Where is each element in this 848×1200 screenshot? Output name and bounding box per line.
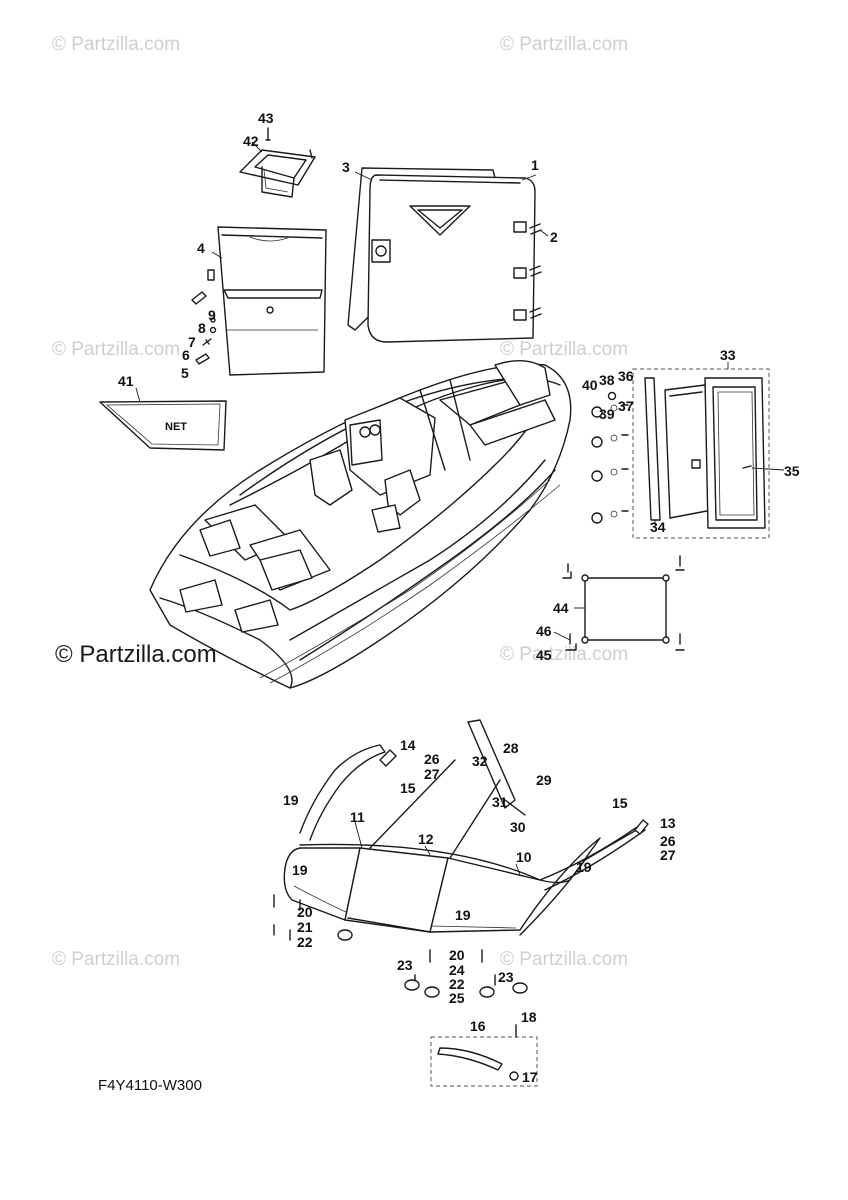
callout-44: 44 — [553, 600, 569, 616]
callout-19a: 19 — [283, 792, 299, 808]
callout-22b: 22 — [449, 976, 465, 992]
callout-15a: 15 — [400, 780, 416, 796]
callout-26b: 26 — [660, 833, 676, 849]
watermark: © Partzilla.com — [500, 949, 628, 970]
hatch-door — [347, 167, 542, 343]
watermark: © Partzilla.com — [500, 339, 628, 360]
callout-41: 41 — [118, 373, 134, 389]
watermark: © Partzilla.com — [52, 949, 180, 970]
callout-4: 4 — [197, 240, 205, 256]
callout-19d: 19 — [576, 859, 592, 875]
callout-10: 10 — [516, 849, 532, 865]
callout-22a: 22 — [297, 934, 313, 950]
callout-34: 34 — [650, 519, 666, 535]
callout-5: 5 — [181, 365, 189, 381]
callout-39: 39 — [599, 406, 615, 422]
callout-21: 21 — [297, 919, 313, 935]
watermark: © Partzilla.com — [500, 34, 628, 55]
callout-36: 36 — [618, 368, 634, 384]
callout-26a: 26 — [424, 751, 440, 767]
callout-14: 14 — [400, 737, 416, 753]
callout-45: 45 — [536, 647, 552, 663]
callout-6: 6 — [182, 347, 190, 363]
callout-15b: 15 — [612, 795, 628, 811]
leader-lines — [135, 141, 785, 876]
callout-13: 13 — [660, 815, 676, 831]
callout-2: 2 — [550, 229, 558, 245]
callout-24: 24 — [449, 962, 465, 978]
callout-27a: 27 — [424, 766, 440, 782]
callout-30: 30 — [510, 819, 526, 835]
callout-16: 16 — [470, 1018, 486, 1034]
watermark: © Partzilla.com — [52, 34, 180, 55]
callout-1: 1 — [531, 157, 539, 173]
callout-20a: 20 — [297, 904, 313, 920]
callout-20b: 20 — [449, 947, 465, 963]
watermark: © Partzilla.com — [500, 644, 628, 665]
callout-19b: 19 — [292, 862, 308, 878]
net: NET — [99, 400, 227, 451]
watermark: © Partzilla.com — [52, 339, 180, 360]
callout-19c: 19 — [455, 907, 471, 923]
callout-7: 7 — [188, 334, 196, 350]
callout-37: 37 — [618, 398, 634, 414]
callout-18: 18 — [521, 1009, 537, 1025]
callout-23a: 23 — [397, 957, 413, 973]
callout-33: 33 — [720, 347, 736, 363]
watermark-main: © Partzilla.com — [55, 641, 217, 668]
watermarks: © Partzilla.com © Partzilla.com © Partzi… — [52, 34, 628, 970]
callout-27b: 27 — [660, 847, 676, 863]
mesh-panel — [562, 555, 685, 651]
callout-28: 28 — [503, 740, 519, 756]
callout-12: 12 — [418, 831, 434, 847]
callout-31: 31 — [492, 794, 508, 810]
callout-23b: 23 — [498, 969, 514, 985]
callout-42: 42 — [243, 133, 259, 149]
diagram-code: F4Y4110-W300 — [98, 1077, 202, 1094]
cabin-door-assembly — [591, 368, 770, 539]
windshield-assembly — [273, 719, 649, 998]
callout-32: 32 — [472, 753, 488, 769]
net-label: NET — [165, 421, 187, 433]
boat-hull — [149, 360, 572, 689]
callout-9: 9 — [208, 307, 216, 323]
callout-46: 46 — [536, 623, 552, 639]
seal-kit — [430, 1024, 538, 1087]
callout-43: 43 — [258, 110, 274, 126]
callout-29: 29 — [536, 772, 552, 788]
tray-assembly — [239, 127, 316, 198]
callout-3: 3 — [342, 159, 350, 175]
callout-35: 35 — [784, 463, 800, 479]
callout-25: 25 — [449, 990, 465, 1006]
callout-numbers: 1 2 3 4 5 6 7 8 9 10 11 12 13 14 15 15 1… — [118, 110, 800, 1085]
callout-40: 40 — [582, 377, 598, 393]
callout-11: 11 — [350, 809, 365, 825]
storage-box — [191, 226, 327, 376]
callout-38: 38 — [599, 372, 615, 388]
callout-17: 17 — [522, 1069, 538, 1085]
callout-8: 8 — [198, 320, 206, 336]
